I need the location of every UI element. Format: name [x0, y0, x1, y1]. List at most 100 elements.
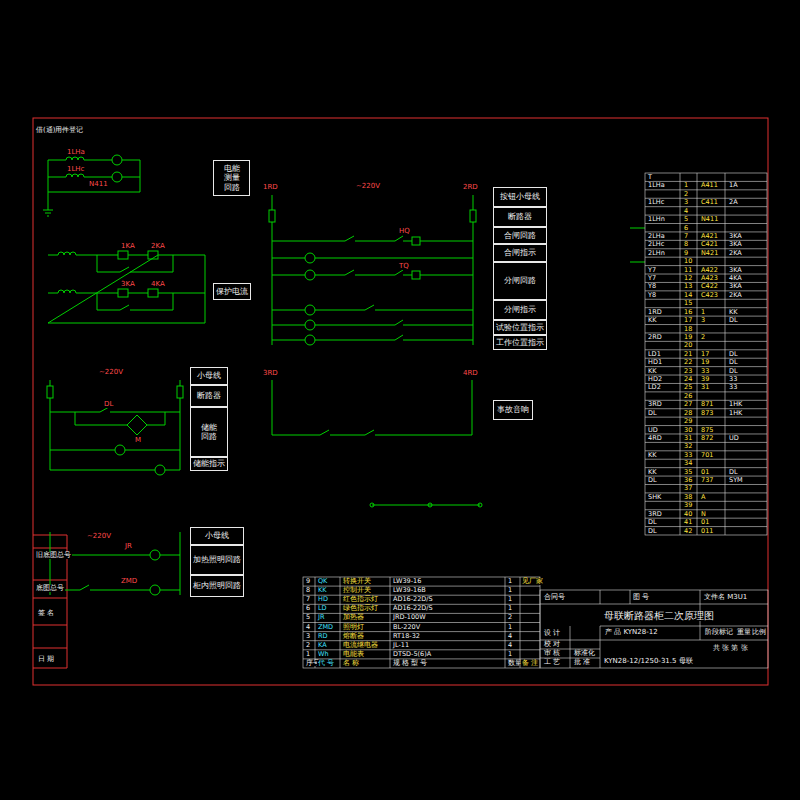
meter-circuit-part: [66, 174, 84, 177]
wire-label: TQ: [398, 263, 410, 270]
title-block-text: 文件名 M3U1: [703, 594, 748, 601]
sheet-strip-text: 日 期: [37, 656, 55, 663]
terminal-cell: DL: [728, 359, 739, 366]
terminal-cell: SHK: [647, 494, 662, 501]
box-label: 柜内照明回路: [193, 581, 241, 590]
terminal-cell: 32: [683, 443, 693, 450]
protection-circuit-part: [48, 293, 205, 294]
terminal-cell: C411: [700, 199, 719, 206]
terminal-cell: 4KA: [728, 275, 743, 282]
text-box: 柜内照明回路: [190, 575, 244, 597]
terminal-table-part: [645, 223, 767, 224]
terminal-cell: 16: [683, 309, 693, 316]
terminal-cell: 7: [683, 233, 689, 240]
control-circuit-part: [630, 228, 645, 262]
terminal-cell: 2LHn: [647, 250, 666, 257]
bom-cell: 1: [507, 605, 513, 612]
terminal-cell: DL: [647, 410, 658, 417]
terminal-cell: 23: [683, 368, 693, 375]
bom-cell: Wh: [317, 651, 330, 658]
terminal-cell: 25: [683, 384, 693, 391]
control-circuit-part: [305, 270, 315, 280]
bom-cell: RT18-32: [392, 633, 421, 640]
drawing-title: 母联断路器柜二次原理图: [603, 611, 715, 621]
wire-label: HQ: [398, 228, 411, 235]
bom-cell: 3: [305, 633, 311, 640]
sheet-strip-text: 签 名: [37, 610, 55, 617]
bom-cell: 控制开关: [342, 587, 372, 594]
storage-circuit-part: [127, 415, 147, 435]
terminal-cell: 34: [683, 460, 693, 467]
control-circuit-part: [412, 237, 420, 245]
wire-label: 1LHc: [66, 166, 85, 173]
bom-cell: RD: [317, 633, 329, 640]
terminal-cell: 871: [700, 401, 714, 408]
terminal-cell: 19: [683, 334, 693, 341]
terminal-cell: 3: [700, 317, 706, 324]
terminal-table-part: [645, 206, 767, 207]
terminal-cell: 35: [683, 469, 693, 476]
bom-cell: 1: [507, 596, 513, 603]
box-label: 试验位置指示: [496, 323, 544, 332]
text-box: 试验位置指示: [493, 320, 547, 335]
bom-cell: 5: [305, 614, 311, 621]
terminal-cell: 12: [683, 275, 693, 282]
protection-circuit-part: [148, 251, 158, 259]
bom-cell: JRD-100W: [392, 614, 427, 621]
wire-label: N411: [88, 181, 109, 188]
bom-cell: AD16-22D/S: [392, 605, 434, 612]
control-circuit-part: [470, 210, 476, 222]
terminal-cell: Y8: [647, 292, 657, 299]
terminal-cell: 6: [683, 225, 689, 232]
terminal-cell: DL: [647, 519, 658, 526]
bom-cell: LD: [317, 605, 328, 612]
meter-circuit-part: [48, 177, 140, 178]
title-block-text: 阶段标记: [704, 629, 734, 636]
terminal-cell: UD: [728, 435, 740, 442]
text-box: 小母线: [190, 527, 244, 545]
terminal-cell: 17: [683, 317, 693, 324]
meter-circuit: [43, 155, 140, 216]
terminal-cell: 3RD: [647, 401, 663, 408]
terminal-table-part: [645, 299, 767, 300]
control-circuit-part: [272, 236, 473, 241]
storage-circuit: [47, 380, 183, 475]
box-label: 工作位置指示: [496, 338, 544, 347]
wire-label: 4RD: [462, 370, 479, 377]
title-block-text: 产 品 KYN28-12: [604, 629, 659, 636]
lighting-circuit-part: [150, 585, 160, 595]
bom-cell: HD: [317, 596, 329, 603]
bom-cell: LW39-16B: [392, 587, 427, 594]
protection-circuit-part: [58, 290, 76, 293]
terminal-cell: 701: [700, 452, 714, 459]
protection-circuit-part: [58, 252, 76, 255]
storage-circuit-part: [155, 465, 165, 475]
wire-label: ZMD: [120, 578, 138, 585]
bom-cell: LW39-16: [392, 578, 422, 585]
terminal-table-part: [645, 341, 767, 342]
control-circuit-part: [305, 305, 315, 315]
terminal-cell: 33: [728, 376, 738, 383]
lighting-circuit-part: [150, 550, 160, 560]
alarm-circuit-part: [372, 505, 480, 506]
terminal-cell: 22: [683, 359, 693, 366]
terminal-cell: 3KA: [728, 241, 743, 248]
terminal-cell: 19: [700, 359, 710, 366]
terminal-cell: 875: [700, 427, 714, 434]
protection-circuit-part: [118, 289, 128, 297]
terminal-cell: 2A: [728, 199, 739, 206]
storage-circuit-part: [50, 470, 180, 471]
text-box: 电能测量回路: [213, 160, 250, 196]
box-label: 合闸指示: [504, 248, 536, 257]
text-box: 储能指示: [190, 457, 228, 471]
terminal-cell: 011: [700, 528, 714, 535]
wire-label: 2RD: [462, 184, 479, 191]
terminal-cell: 29: [683, 418, 693, 425]
terminal-cell: 5: [683, 216, 689, 223]
wire-label: 1LHa: [66, 149, 86, 156]
bom-cell: KA: [317, 642, 328, 649]
terminal-table-part: [645, 324, 767, 325]
bom-cell: 见厂家: [521, 578, 544, 585]
bom-cell: 1: [507, 578, 513, 585]
